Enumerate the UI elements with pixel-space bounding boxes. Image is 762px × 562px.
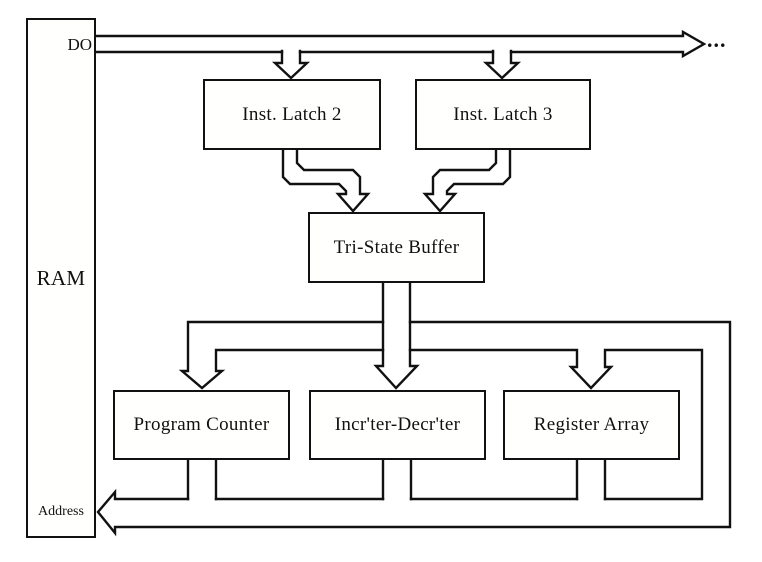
ram-label: RAM xyxy=(36,265,86,290)
box-incrementer-decrementer: Incr'ter-Decr'ter xyxy=(309,390,486,460)
internal-bus-right-loop xyxy=(96,320,732,537)
tri-state-buffer-label: Tri-State Buffer xyxy=(333,236,460,258)
box-inst-latch-2: Inst. Latch 2 xyxy=(203,79,381,150)
latch3-to-buffer-arrow xyxy=(422,148,512,213)
register-array-arrow xyxy=(408,348,704,501)
box-program-counter: Program Counter xyxy=(113,390,290,460)
address-port-label: Address xyxy=(38,504,84,519)
incr-output-shaft xyxy=(381,457,413,501)
latch2-input-arrow xyxy=(271,49,311,80)
pc-output-shaft xyxy=(186,457,218,501)
box-tri-state-buffer: Tri-State Buffer xyxy=(308,212,485,283)
latch2-to-buffer-arrow xyxy=(281,148,371,213)
register-array-label: Register Array xyxy=(533,414,650,435)
buffer-output-arrow xyxy=(373,282,420,390)
box-inst-latch-3: Inst. Latch 3 xyxy=(415,79,591,150)
inst-latch-3-label: Inst. Latch 3 xyxy=(453,103,553,125)
box-register-array: Register Array xyxy=(503,390,680,460)
ram-box: RAM xyxy=(26,18,96,538)
program-counter-label: Program Counter xyxy=(133,414,270,435)
latch3-input-arrow xyxy=(482,49,522,80)
bus-continuation-ellipsis: ... xyxy=(707,27,727,52)
incrementer-decrementer-label: Incr'ter-Decr'ter xyxy=(334,414,461,435)
internal-bus-left-arrow xyxy=(178,320,385,390)
inst-latch-2-label: Inst. Latch 2 xyxy=(242,103,342,125)
ra-output-shaft xyxy=(575,457,607,501)
do-bus-arrow xyxy=(95,29,707,59)
do-port-label: DO xyxy=(67,35,92,54)
